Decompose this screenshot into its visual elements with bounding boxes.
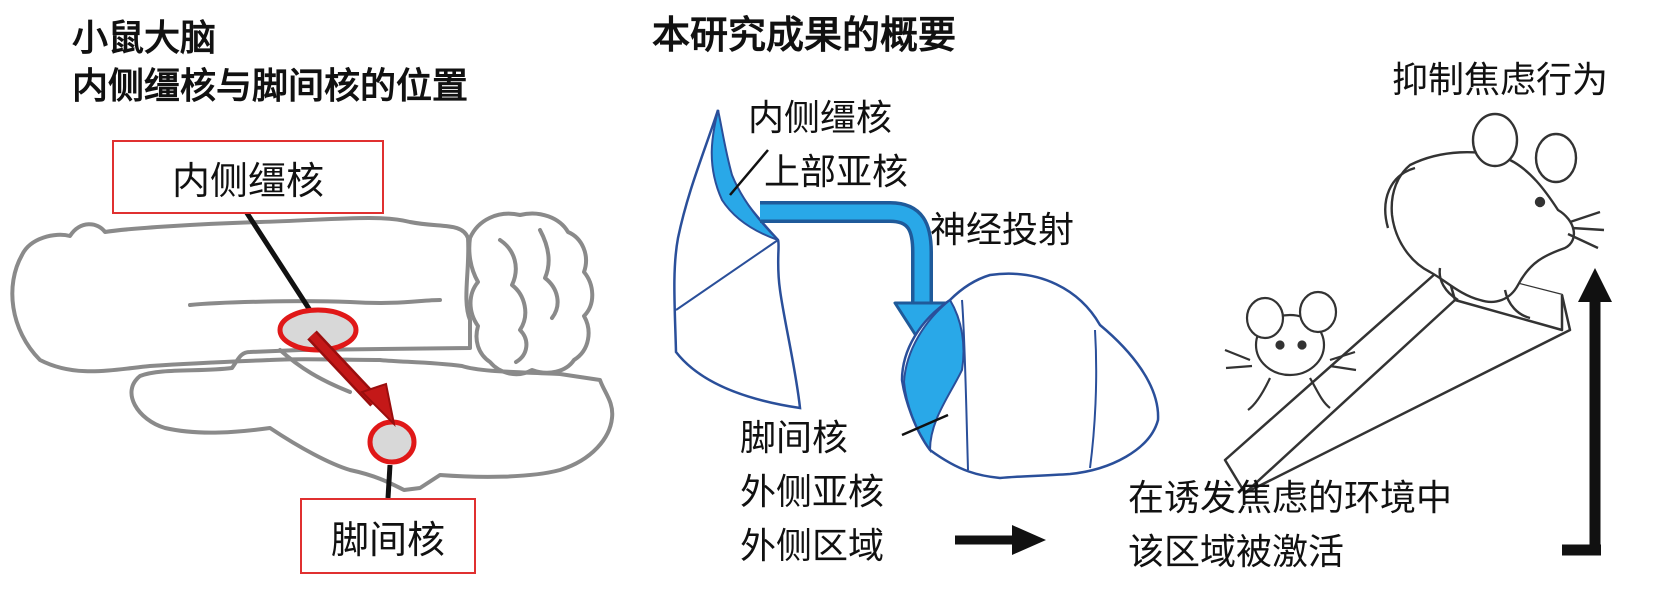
connector-mhb-line bbox=[242, 208, 318, 320]
elevated-beam bbox=[1223, 263, 1572, 495]
left-title-line2: 内侧缰核与脚间核的位置 bbox=[72, 66, 469, 107]
foreground-mouse bbox=[1384, 112, 1605, 320]
black-arrow-up bbox=[1562, 268, 1612, 556]
mouse-brain-outline bbox=[10, 211, 615, 492]
label-ipn-2: 外侧亚核 bbox=[740, 472, 885, 513]
black-arrow-right bbox=[955, 525, 1046, 555]
label-box-medial-habenula: 内侧缰核 bbox=[112, 140, 384, 214]
left-title-line1: 小鼠大脑 bbox=[72, 18, 217, 59]
label-medial-habenula: 内侧缰核 bbox=[171, 158, 324, 203]
label-habenula-2: 上部亚核 bbox=[764, 152, 909, 193]
habenula-section bbox=[673, 109, 802, 410]
ipn-label-line bbox=[901, 413, 949, 437]
interpeduncular-nucleus-marker bbox=[367, 419, 417, 465]
label-habenula-1: 内侧缰核 bbox=[748, 98, 893, 139]
ipn-section bbox=[900, 272, 1160, 480]
habenula-label-line bbox=[729, 149, 769, 196]
label-ipn-3: 外侧区域 bbox=[740, 526, 885, 567]
label-suppress-anxiety: 抑制焦虑行为 bbox=[1392, 60, 1609, 101]
label-box-interpeduncular: 脚间核 bbox=[300, 498, 476, 574]
center-title: 本研究成果的概要 bbox=[652, 13, 957, 57]
label-interpeduncular: 脚间核 bbox=[330, 517, 445, 562]
label-ipn-1: 脚间核 bbox=[740, 418, 849, 459]
projection-arrow-red bbox=[307, 330, 396, 428]
neural-projection-arrow bbox=[760, 201, 951, 347]
connector-ipn-line bbox=[385, 464, 393, 499]
label-region-activated: 该区域被激活 bbox=[1128, 532, 1345, 573]
label-neural-projection: 神经投射 bbox=[930, 210, 1075, 251]
label-anxiety-environment: 在诱发焦虑的环境中 bbox=[1128, 478, 1453, 519]
background-mouse bbox=[1224, 290, 1357, 411]
